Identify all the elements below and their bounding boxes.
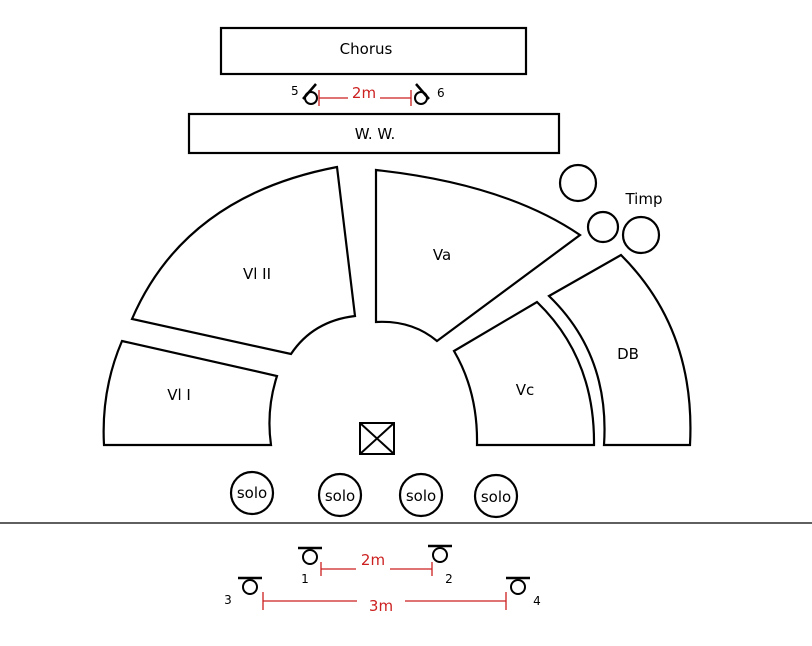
lower-inner-distance-label: 2m <box>361 551 385 569</box>
mic-4-number: 4 <box>533 594 541 608</box>
soloist-2-label: solo <box>325 487 355 505</box>
timpani-group: Timp <box>558 163 663 255</box>
mic-1: 1 <box>298 546 322 586</box>
mic-4: 4 <box>506 576 541 608</box>
mic-1-number: 1 <box>301 572 309 586</box>
timpani-drum-2 <box>586 210 620 244</box>
soloist-3-label: solo <box>406 487 436 505</box>
viola-section: Va <box>374 168 582 343</box>
timpani-drum-3 <box>621 215 661 255</box>
conductor-podium <box>359 422 395 455</box>
soloist-4: solo <box>473 473 519 519</box>
mic-6: 6 <box>414 83 445 105</box>
timpani-drum-1 <box>558 163 598 203</box>
violin2-section: Vl II <box>130 165 357 356</box>
soloist-3: solo <box>398 472 444 518</box>
soloist-1: solo <box>229 470 275 516</box>
timpani-label: Timp <box>624 190 662 208</box>
mic-3-number: 3 <box>224 593 232 607</box>
mic-5: 5 <box>291 83 318 105</box>
violin1-section: Vl I <box>102 339 279 447</box>
mic-3: 3 <box>224 576 262 607</box>
viola-label: Va <box>433 246 451 264</box>
mic-6-number: 6 <box>437 86 445 100</box>
cello-section: Vc <box>452 300 596 447</box>
soloist-2: solo <box>317 472 363 518</box>
cello-label: Vc <box>516 381 535 399</box>
upper-distance-label: 2m <box>352 84 376 102</box>
violin1-label: Vl I <box>167 386 191 404</box>
double-bass-section: DB <box>547 253 692 447</box>
violin2-label: Vl II <box>243 265 271 283</box>
woodwinds-block: W. W. <box>187 112 561 155</box>
woodwinds-label: W. W. <box>355 125 396 143</box>
chorus-block: Chorus <box>219 26 528 76</box>
mic-2-number: 2 <box>445 572 453 586</box>
lower-outer-distance-marker: 3m <box>262 592 507 615</box>
lower-inner-distance-marker: 2m <box>320 551 433 576</box>
lower-outer-distance-label: 3m <box>369 597 393 615</box>
upper-distance-marker: 2m <box>318 84 412 106</box>
soloist-4-label: solo <box>481 488 511 506</box>
mic-2: 2 <box>428 544 453 586</box>
soloist-1-label: solo <box>237 484 267 502</box>
mic-5-number: 5 <box>291 84 299 98</box>
double-bass-label: DB <box>617 345 639 363</box>
chorus-label: Chorus <box>340 40 393 58</box>
